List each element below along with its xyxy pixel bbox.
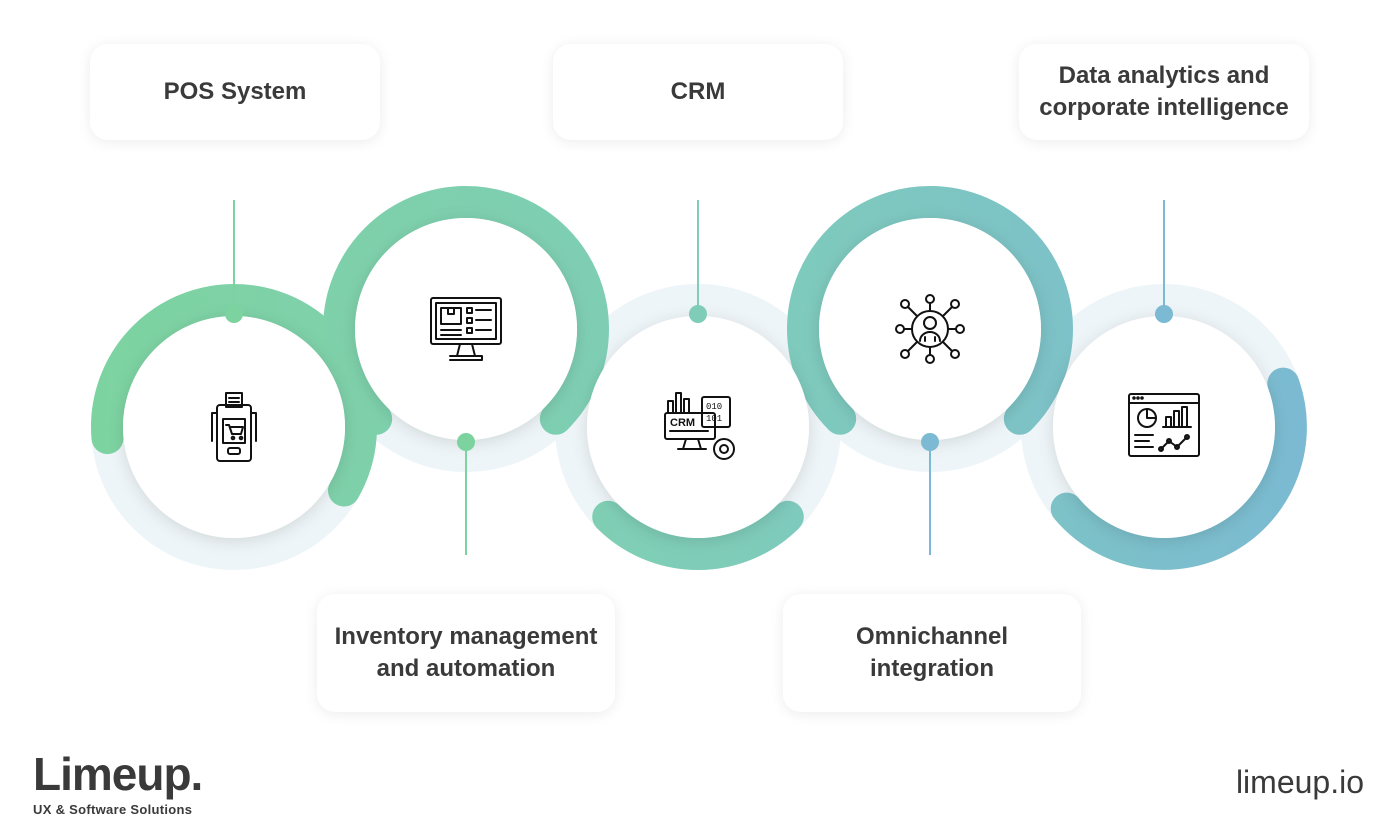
step-label-line-2: corporate intelligence bbox=[1039, 94, 1289, 121]
connector-dot bbox=[689, 305, 707, 323]
brand-site: limeup.io bbox=[1235, 764, 1364, 800]
analytics-window-icon bbox=[1128, 393, 1200, 457]
ring-arc bbox=[1050, 367, 1307, 570]
step-label-line-1: Data analytics and bbox=[1058, 62, 1270, 89]
svg-text:010: 010 bbox=[706, 402, 722, 412]
step-card-omnichannel: Omnichannel integration bbox=[783, 594, 1081, 712]
ring-arcs bbox=[91, 186, 1307, 570]
pos-terminal-icon bbox=[211, 392, 257, 462]
inventory-monitor-icon bbox=[430, 297, 502, 361]
step-label-line-1: Inventory management bbox=[334, 623, 598, 650]
crm-icon-label: CRM bbox=[670, 417, 695, 429]
ring-arc bbox=[592, 500, 804, 570]
connector-dot bbox=[921, 433, 939, 451]
brand-name: Limeup. bbox=[33, 748, 203, 800]
step-label: POS System bbox=[163, 78, 307, 105]
connector-dot bbox=[457, 433, 475, 451]
step-label-line-1: Omnichannel bbox=[855, 623, 1009, 650]
connector-dot bbox=[225, 305, 243, 323]
step-label: CRM bbox=[670, 78, 726, 105]
svg-text:101: 101 bbox=[706, 414, 722, 424]
step-label-line-2: and automation bbox=[376, 655, 556, 682]
step-card-inventory: Inventory management and automation bbox=[317, 594, 615, 712]
crm-dashboard-icon: CRM 010 101 bbox=[664, 392, 735, 460]
ring-arc bbox=[323, 186, 609, 435]
step-label-line-2: integration bbox=[870, 655, 994, 682]
brand-logo: Limeup. UX & Software Solutions bbox=[33, 748, 203, 817]
step-card-data-analytics: Data analytics and corporate intelligenc… bbox=[1019, 44, 1309, 140]
step-card-pos-system: POS System bbox=[90, 44, 380, 140]
brand-tagline: UX & Software Solutions bbox=[33, 802, 193, 817]
connectors bbox=[225, 200, 1173, 555]
step-card-crm: CRM bbox=[553, 44, 843, 140]
connector-dot bbox=[1155, 305, 1173, 323]
ring-disc bbox=[587, 316, 809, 538]
network-user-icon bbox=[895, 294, 965, 364]
ring-arc bbox=[787, 186, 1073, 435]
